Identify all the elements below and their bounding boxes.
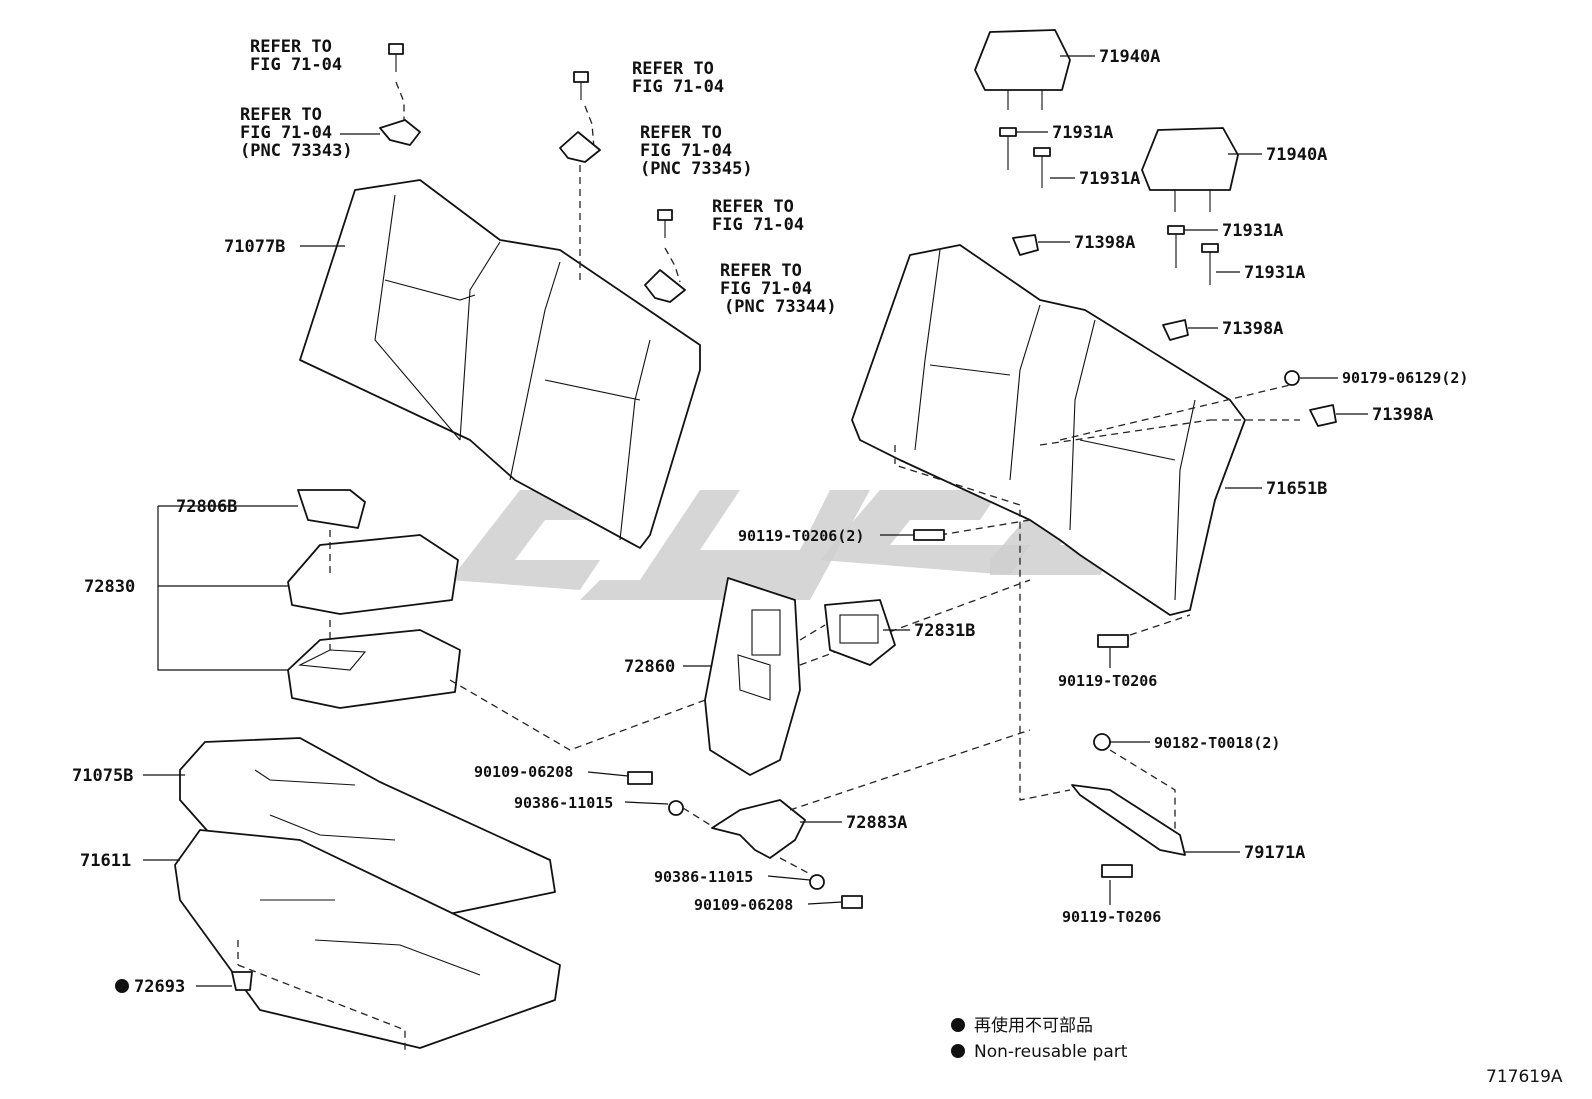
- bolt-icon-3: [657, 209, 673, 238]
- part-label-90182-T0018: 90182-T0018(2): [1154, 734, 1280, 752]
- nut-icon-1: [668, 800, 684, 816]
- part-label-90386-11015: 90386-11015: [514, 794, 613, 812]
- part-label-71398A: 71398A: [1074, 233, 1135, 253]
- part-label-72830: 72830: [84, 577, 135, 597]
- clip-icon-90179: [1284, 370, 1300, 386]
- part-label-90119-T0206: 90119-T0206: [1058, 672, 1157, 690]
- headrest-icon-2: [1141, 127, 1239, 212]
- part-label-90119-T0206: 90119-T0206(2): [738, 527, 864, 545]
- clip-icon-72693: [231, 971, 253, 991]
- bolt-icon-90119-lower: [1101, 864, 1133, 878]
- part-label-71940A: 71940A: [1099, 47, 1160, 67]
- refer-pnc-label: (PNC 73345): [640, 159, 753, 179]
- refer-pnc-label: (PNC 73344): [724, 297, 837, 317]
- cup-holder-part: [297, 489, 366, 529]
- armrest-lower-part: [287, 629, 461, 709]
- clip-icon-2: [559, 131, 601, 163]
- seat-back-left-part: [299, 179, 701, 549]
- part-label-71931A: 71931A: [1079, 169, 1140, 189]
- armrest-upper-part: [287, 534, 459, 615]
- support-pin-icon-3: [1167, 225, 1185, 268]
- bracket-79171A-part: [1071, 784, 1186, 856]
- part-label-90119-T0206: 90119-T0206: [1062, 908, 1161, 926]
- part-label-72806B: 72806B: [176, 497, 237, 517]
- part-label-72860: 72860: [624, 657, 675, 677]
- guide-icon-2: [1162, 319, 1189, 341]
- part-label-71940A: 71940A: [1266, 145, 1327, 165]
- clip-icon-3: [644, 269, 686, 303]
- non-reusable-marker-72693: [115, 979, 129, 993]
- refer-fig-label: FIG 71-04: [250, 55, 342, 75]
- part-label-72693: 72693: [134, 977, 185, 997]
- refer-label: REFER TO: [720, 261, 802, 281]
- refer-label: REFER TO: [250, 37, 332, 57]
- part-label-71075B: 71075B: [72, 766, 133, 786]
- part-label-71651B: 71651B: [1266, 479, 1327, 499]
- legend: 再使用不可部品 Non-reusable part: [951, 1015, 1128, 1062]
- bolt-icon-1: [388, 43, 404, 72]
- refer-label: REFER TO: [712, 197, 794, 217]
- trunk-through-frame-part: [704, 577, 801, 776]
- part-label-71398A: 71398A: [1222, 319, 1283, 339]
- bracket-part: [711, 799, 806, 859]
- part-label-71931A: 71931A: [1222, 221, 1283, 241]
- refer-fig-label: FIG 71-04: [712, 215, 804, 235]
- bolt-icon-2: [573, 71, 589, 100]
- support-pin-icon-4: [1201, 243, 1219, 285]
- part-label-90386-11015: 90386-11015: [654, 868, 753, 886]
- seat-cushion-pad-part: [174, 829, 561, 1049]
- refer-fig-label: FIG 71-04: [720, 279, 812, 299]
- guide-icon-1: [1012, 234, 1039, 256]
- refer-label: REFER TO: [632, 59, 714, 79]
- stud-bolt-icon-1: [627, 771, 653, 785]
- part-label-72883A: 72883A: [846, 813, 907, 833]
- support-pin-icon-2: [1033, 147, 1051, 188]
- trim-frame-part: [824, 599, 896, 666]
- clip-icon-1: [379, 119, 421, 146]
- leader-lines: [143, 55, 1368, 987]
- nut-icon-90182: [1093, 733, 1111, 751]
- refer-label: REFER TO: [240, 105, 322, 125]
- part-label-79171A: 79171A: [1244, 843, 1305, 863]
- refer-label: REFER TO: [640, 123, 722, 143]
- refer-fig-label: FIG 71-04: [640, 141, 732, 161]
- part-label-90109-06208: 90109-06208: [694, 896, 793, 914]
- part-label-71398A: 71398A: [1372, 405, 1433, 425]
- part-label-90179-06129: 90179-06129(2): [1342, 369, 1468, 387]
- stud-bolt-icon-2: [841, 895, 863, 909]
- seat-back-right-part: [851, 244, 1246, 616]
- part-label-71931A: 71931A: [1052, 123, 1113, 143]
- headrest-icon-1: [974, 29, 1071, 110]
- bolt-icon-90119-right: [1097, 634, 1129, 648]
- nut-icon-2: [809, 874, 825, 890]
- guide-icon-3: [1309, 404, 1337, 427]
- part-label-71077B: 71077B: [224, 237, 285, 257]
- bolt-icon-90119-center: [913, 529, 945, 541]
- part-label-71611: 71611: [80, 851, 131, 871]
- figure-id: 717619A: [1486, 1067, 1563, 1087]
- refer-fig-label: FIG 71-04: [240, 123, 332, 143]
- legend-japanese: 再使用不可部品: [974, 1015, 1093, 1036]
- part-label-72831B: 72831B: [914, 621, 975, 641]
- refer-fig-label: FIG 71-04: [632, 77, 724, 97]
- support-pin-icon-1: [999, 127, 1017, 170]
- part-label-71931A: 71931A: [1244, 263, 1305, 283]
- part-label-90109-06208: 90109-06208: [474, 763, 573, 781]
- refer-pnc-label: (PNC 73343): [240, 141, 353, 161]
- legend-english: Non-reusable part: [974, 1042, 1128, 1062]
